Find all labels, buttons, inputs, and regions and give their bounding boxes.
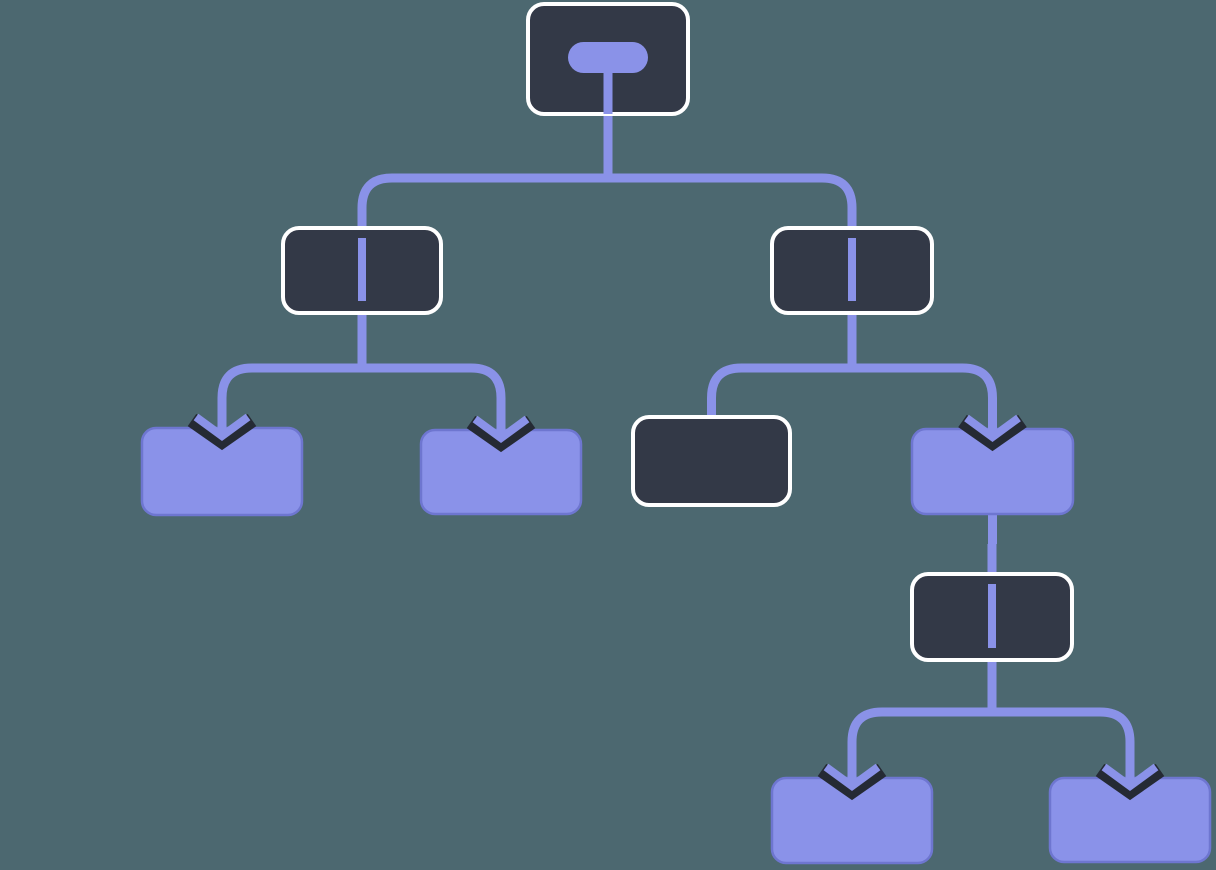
- connector-from-stage-accent: [987, 512, 997, 576]
- node-leaf-4-arrow-icon: [1095, 748, 1165, 801]
- node-root-pill-stem-glyph: [568, 42, 648, 114]
- node-leaf-2-arrow-icon: [466, 400, 536, 453]
- connector-from-root: [357, 112, 857, 230]
- node-split-bottom-vertical-line-glyph: [988, 584, 996, 648]
- node-leaf-1-arrow-icon: [187, 398, 257, 451]
- node-stage-accent-arrow-chevron-dark: [958, 414, 1027, 452]
- node-split-right-vertical-line-glyph: [848, 238, 856, 301]
- node-stage-dark[interactable]: [631, 415, 792, 507]
- node-leaf-4-arrow-chevron-dark: [1095, 763, 1165, 801]
- node-leaf-2-arrow-chevron: [472, 415, 530, 443]
- connector-from-split-bottom: [847, 658, 1135, 784]
- connector-from-split-left: [217, 311, 506, 436]
- connector-from-split-right: [707, 311, 997, 435]
- node-leaf-1-arrow-chevron: [193, 413, 251, 441]
- node-stage-accent-arrow-chevron: [964, 414, 1021, 442]
- node-leaf-3-arrow-icon: [817, 748, 887, 801]
- node-root-pill: [568, 42, 648, 73]
- node-leaf-3-arrow-chevron: [823, 763, 881, 791]
- node-stage-accent-arrow-icon: [958, 399, 1027, 452]
- node-split-left-vertical-line-glyph: [358, 238, 366, 301]
- node-leaf-4-arrow-chevron: [1101, 763, 1159, 791]
- node-leaf-3-arrow-chevron-dark: [817, 763, 887, 801]
- node-root-stem: [603, 70, 613, 114]
- node-leaf-1-arrow-chevron-dark: [187, 413, 257, 451]
- node-leaf-2-arrow-chevron-dark: [466, 415, 536, 453]
